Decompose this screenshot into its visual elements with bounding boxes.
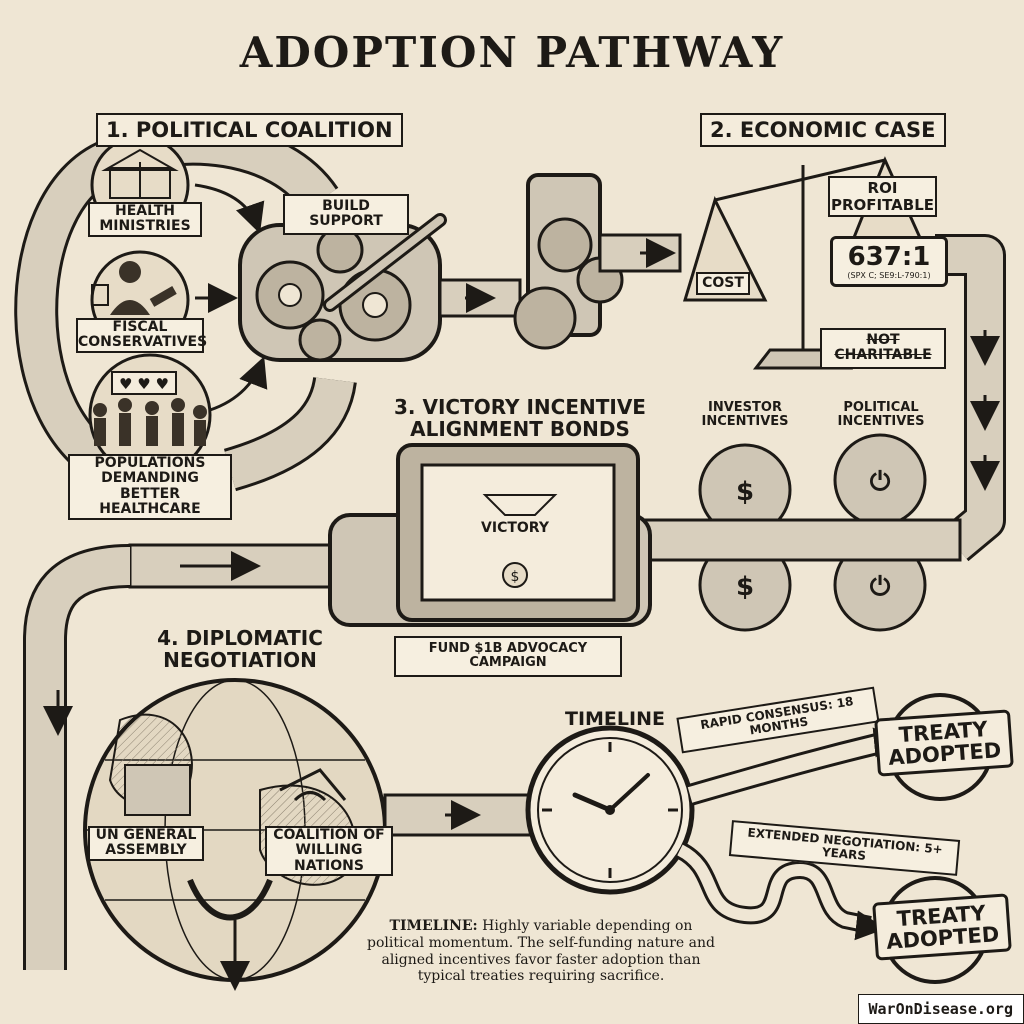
victory-title-line2: ALIGNMENT BONDS (410, 417, 630, 441)
investor-line2: INCENTIVES (701, 414, 789, 430)
incentive-gears (698, 433, 927, 632)
gearbox-machine (238, 213, 447, 362)
populations-label: POPULATIONS DEMANDING BETTER HEALTHCARE (68, 454, 232, 520)
health-line2: MINISTRIES (99, 218, 191, 235)
political-inc-line2: INCENTIVES (837, 414, 925, 430)
svg-text:$: $ (736, 477, 754, 507)
section-diplomatic-negotiation: 4. DIPLOMATIC NEGOTIATION (140, 627, 340, 671)
pop-line1: POPULATIONS (94, 455, 206, 471)
political-incentives-label: POLITICAL INCENTIVES (826, 400, 936, 430)
victory-title-line1: 3. VICTORY INCENTIVE (394, 395, 646, 419)
coalition-nations-label: COALITION OF WILLING NATIONS (265, 826, 393, 877)
roi-ratio-sub: (SPX C; Se9:L-790:1) (847, 270, 931, 280)
coalition-line1: COALITION OF (273, 827, 385, 843)
health-ministries-label: HEALTH MINISTRIES (88, 202, 202, 237)
political-inc-line1: POLITICAL (843, 400, 919, 415)
timeline-paths (675, 727, 904, 941)
pop-line2: DEMANDING BETTER (101, 470, 199, 502)
investor-incentives-label: INVESTOR INCENTIVES (690, 400, 800, 430)
fiscal-conservatives-label: FISCAL CONSERVATIVES (76, 318, 208, 353)
treaty-adopted-stamp-fast: TREATY ADOPTED (874, 709, 1014, 777)
timeline-clock-icon (525, 725, 695, 895)
svg-text:$: $ (511, 569, 520, 585)
certificate-victory-text: VICTORY (481, 520, 549, 536)
un-general-assembly-label: UN GENERAL ASSEMBLY (88, 826, 204, 861)
un-line2: ASSEMBLY (105, 842, 187, 859)
coalition-arrows (194, 183, 268, 412)
coalition-line2: WILLING NATIONS (294, 842, 364, 874)
main-horizontal-pipe (23, 518, 962, 970)
section-timeline: TIMELINE (565, 708, 665, 730)
section-victory-bonds: 3. VICTORY INCENTIVE ALIGNMENT BONDS (380, 396, 660, 440)
pipe-right-vertical (935, 234, 1006, 562)
fiscal-line2: CONSERVATIVES (78, 334, 208, 351)
fund-campaign-banner: FUND $1B ADVOCACY CAMPAIGN (394, 636, 622, 677)
investor-line1: INVESTOR (708, 400, 782, 415)
pop-line3: HEALTHCARE (99, 501, 201, 518)
gear-icon-symbols: $ $ ⏻ ⏻ (736, 467, 891, 602)
svg-text:♥ ♥ ♥: ♥ ♥ ♥ (119, 375, 169, 393)
timeline-note-label: TIMELINE: (389, 918, 478, 934)
source-credit-link[interactable]: WarOnDisease.org (857, 994, 1024, 1024)
roi-ratio: 637:1 (847, 242, 931, 272)
build-support-label: BUILD SUPPORT (283, 194, 409, 235)
section-economic-case: 2. ECONOMIC CASE (700, 113, 946, 147)
roi-line1: ROI (867, 179, 898, 197)
victory-bond-machine: $ (328, 443, 652, 627)
section-political-coalition: 1. POLITICAL COALITION (96, 113, 403, 147)
roi-label: ROI PROFITABLE (828, 176, 937, 217)
not-charitable-label: NOT CHARITABLE (820, 328, 946, 369)
timeline-note-text: Highly variable depending on political m… (367, 918, 715, 985)
health-line1: HEALTH (115, 203, 175, 219)
timeline-note: TIMELINE: Highly variable depending on p… (366, 918, 716, 985)
svg-text:⏻: ⏻ (870, 572, 891, 602)
valve-tower (513, 173, 682, 350)
cost-label: COST (696, 272, 750, 296)
fiscal-line1: FISCAL (112, 319, 168, 335)
un-line1: UN GENERAL (95, 827, 197, 843)
roi-line2: PROFITABLE (830, 195, 935, 214)
pipe-to-valve (438, 278, 522, 318)
page-title: ADOPTION PATHWAY (239, 28, 785, 77)
treaty-adopted-stamp-slow: TREATY ADOPTED (872, 893, 1012, 961)
coalition-ring-pipe (14, 121, 357, 492)
diplomatic-title-line1: 4. DIPLOMATIC (157, 626, 323, 650)
pipe-to-clock (383, 793, 547, 837)
svg-text:⏻: ⏻ (870, 467, 891, 497)
svg-text:$: $ (736, 572, 754, 602)
roi-ratio-display: 637:1 (SPX C; Se9:L-790:1) (830, 236, 948, 288)
diplomatic-title-line2: NEGOTIATION (163, 648, 317, 672)
